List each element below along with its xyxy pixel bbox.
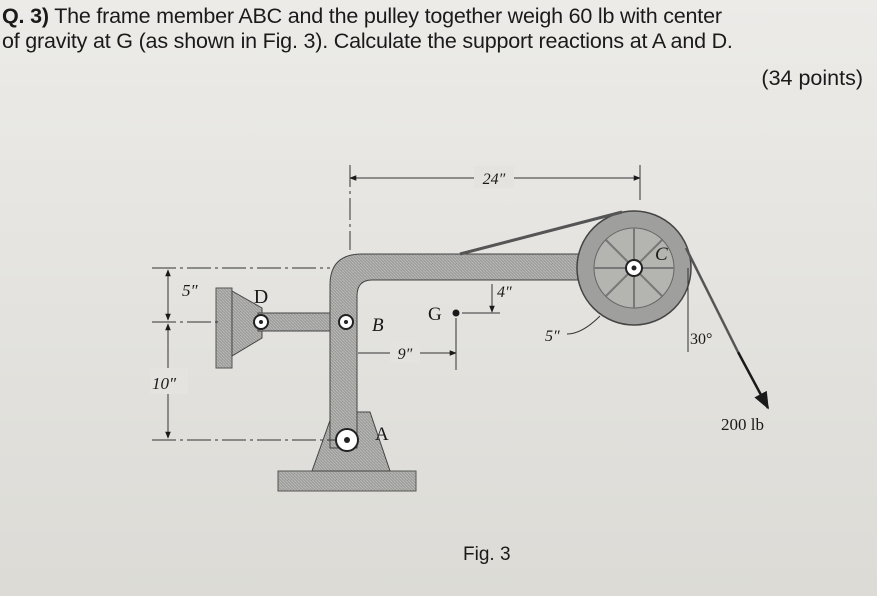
label-g: G: [428, 304, 442, 325]
question-line-1: Q. 3) The frame member ABC and the pulle…: [2, 4, 872, 29]
dim-leader-5-pulley: [566, 315, 601, 335]
label-a: A: [375, 424, 389, 445]
label-b: B: [372, 315, 384, 336]
question-line-2: of gravity at G (as shown in Fig. 3). Ca…: [2, 29, 733, 53]
label-c: C: [655, 244, 668, 265]
angle-label: 30°: [690, 331, 712, 348]
ground-base: [277, 470, 417, 492]
cable-upper: [459, 210, 623, 256]
force-arrow-200lb: [736, 351, 770, 410]
dim-label-4: 4″: [497, 284, 512, 301]
points-value: (34 points): [761, 66, 863, 90]
force-label: 200 lb: [721, 415, 764, 434]
pin-b-center: [344, 320, 348, 324]
label-d: D: [254, 286, 268, 308]
dim-24-gap: [474, 166, 514, 188]
support-d-bracket: [231, 290, 263, 357]
question-line-1-text: The frame member ABC and the pulley toge…: [54, 4, 722, 28]
figure-caption: Fig. 3: [463, 544, 511, 565]
pin-a-center: [344, 437, 350, 443]
question-number: Q. 3): [2, 4, 49, 28]
dim-label-5-pulley: 5″: [545, 328, 560, 345]
dim-label-24: 24″: [483, 171, 506, 188]
dim-label-9: 9″: [398, 346, 413, 363]
cable-lower: [684, 247, 740, 353]
dim-10-gap: [150, 368, 188, 394]
dim-label-10: 10″: [152, 374, 177, 393]
wall-d: [215, 287, 233, 369]
dim-label-5-top: 5″: [182, 281, 199, 300]
center-of-gravity-dot: [452, 309, 460, 317]
pin-c-center: [631, 265, 637, 271]
dim-9-gap: [390, 341, 420, 363]
question-text: Q. 3) The frame member ABC and the pulle…: [2, 4, 872, 54]
pin-d-center: [259, 320, 263, 324]
